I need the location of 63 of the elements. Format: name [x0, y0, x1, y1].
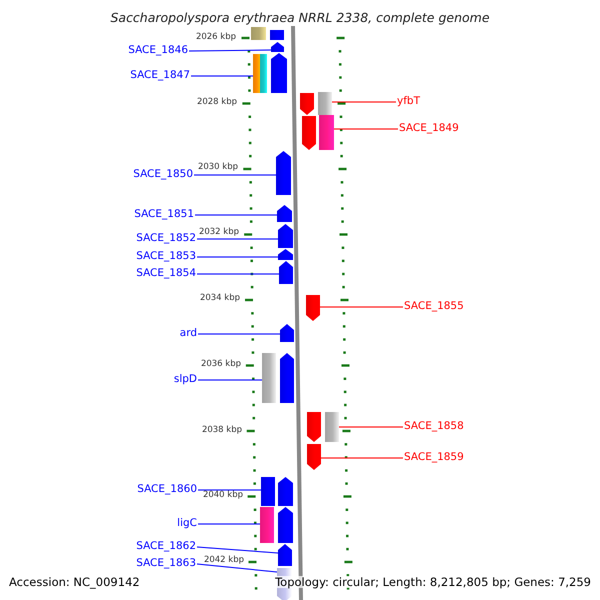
gene-feature: [300, 93, 314, 115]
gene-block: [251, 27, 266, 40]
gene-label: SACE_1850: [133, 168, 193, 180]
gene-label: ard: [180, 327, 197, 339]
gene-label: SACE_1863: [136, 557, 196, 569]
scale-label: 2038 kbp: [202, 425, 242, 435]
leader-line: [196, 256, 278, 258]
scale-label: 2036 kbp: [200, 359, 241, 369]
gene-label: SACE_1858: [404, 420, 464, 432]
scale-label: 2026 kbp: [196, 32, 236, 42]
scale-label: 2042 kbp: [204, 555, 244, 565]
gene-block: [262, 353, 276, 403]
diagram-title: Saccharopolyspora erythraea NRRL 2338, complete genome: [109, 10, 491, 26]
gene-feature: [307, 444, 321, 470]
gene-feature: [302, 116, 316, 150]
gene-block: [325, 412, 339, 442]
gene-block: [319, 115, 334, 150]
gene-label: slpD: [174, 373, 197, 385]
scale-label: 2034 kbp: [200, 293, 240, 303]
gene-label: SACE_1846: [128, 44, 188, 56]
leader-line: [188, 50, 272, 52]
topology-text: Topology: circular; Length: 8,212,805 bp; Genes: 7,259: [275, 576, 591, 588]
gene-block: [260, 507, 274, 543]
gene-feature: [276, 151, 291, 195]
gene-feature: [277, 205, 292, 222]
gene-label: SACE_1855: [404, 300, 464, 312]
gene-label: SACE_1854: [136, 267, 196, 279]
leader-line: [196, 564, 278, 572]
gene-label: SACE_1852: [136, 232, 196, 244]
gene-block: [261, 477, 275, 506]
gene-label: SACE_1860: [137, 483, 197, 495]
gene-feature: [306, 295, 320, 321]
scale-label: 2040 kbp: [202, 490, 243, 500]
gene-feature: [278, 507, 293, 543]
leader-line: [320, 306, 404, 308]
gene-label: SACE_1862: [136, 540, 196, 552]
gene-feature: [279, 261, 293, 284]
gene-block: [318, 92, 332, 115]
leader-line: [334, 128, 398, 130]
gene-block: [270, 30, 284, 40]
leader-line: [194, 214, 278, 216]
gene-label: SACE_1851: [134, 208, 194, 220]
accession-text: Accession: NC_009142: [9, 576, 140, 588]
scale-label: 2030 kbp: [198, 162, 238, 172]
leader-line: [196, 238, 278, 240]
gene-feature: [307, 412, 321, 442]
scale-label: 2032 kbp: [198, 227, 239, 237]
gene-feature: [280, 353, 294, 403]
gene-label: yfbT: [397, 95, 420, 107]
gene-label: SACE_1859: [404, 451, 464, 463]
gene-label: ligC: [177, 517, 197, 529]
gene-feature: [278, 477, 293, 506]
leader-line: [194, 174, 276, 176]
gene-feature: [278, 544, 292, 566]
leader-line: [338, 426, 404, 428]
gene-label: SACE_1847: [130, 69, 190, 81]
gene-block: [253, 54, 260, 93]
gene-block: [260, 54, 267, 93]
leader-line: [196, 546, 278, 554]
scale-label: 2028 kbp: [196, 97, 237, 107]
gene-feature: [280, 324, 294, 342]
gene-label: SACE_1853: [136, 250, 196, 262]
gene-label: SACE_1849: [399, 122, 459, 134]
